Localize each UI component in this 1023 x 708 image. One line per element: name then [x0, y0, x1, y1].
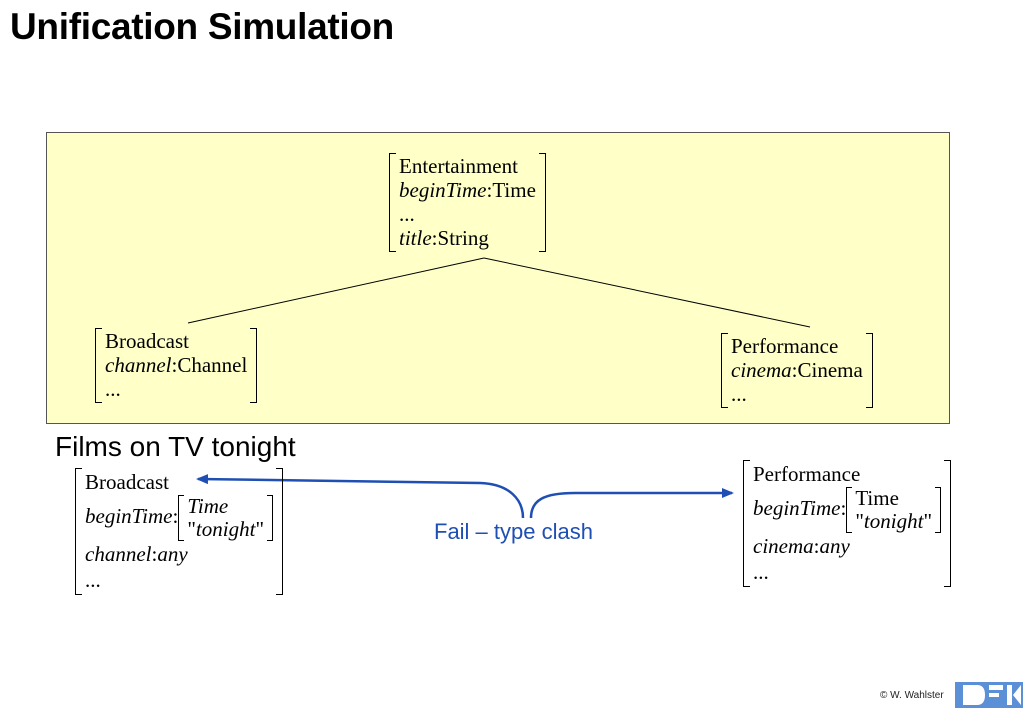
nested-value: "tonight": [187, 517, 265, 541]
fs-type: Performance: [731, 334, 839, 358]
copyright: © W. Wahlster: [880, 690, 944, 701]
edge-entertainment-performance: [483, 257, 811, 328]
dfki-logo-icon: [955, 682, 1023, 708]
fs-row: channel:any: [85, 542, 188, 566]
fs-row: cinema:any: [753, 534, 850, 558]
fs-type: Broadcast: [105, 329, 189, 353]
fs-type: Performance: [753, 462, 861, 486]
fail-arrow-right: [529, 488, 734, 519]
fs-nested-time: Time"tonight": [846, 487, 941, 533]
fs-query-broadcast: Broadcast beginTime:Time"tonight" channe…: [75, 468, 284, 595]
fs-query-performance: Performance beginTime:Time"tonight" cine…: [743, 460, 952, 587]
fs-row: cinema:Cinema: [731, 358, 863, 382]
fs-row: beginTime:Time"tonight": [753, 487, 941, 533]
fail-arrow-left: [196, 474, 525, 519]
query-label: Films on TV tonight: [55, 431, 296, 462]
fs-row: channel:Channel: [105, 353, 248, 377]
fs-row: title:String: [399, 226, 489, 250]
type-hierarchy-panel: [46, 132, 950, 424]
fs-row: ...: [753, 560, 769, 584]
fs-broadcast: Broadcast channel:Channel ...: [95, 328, 258, 403]
nested-value: "tonight": [855, 509, 933, 533]
fs-type: Broadcast: [85, 470, 169, 494]
fs-row: beginTime:Time"tonight": [85, 495, 273, 541]
fs-entertainment: Entertainment beginTime:Time ... title:S…: [389, 153, 546, 252]
fs-row: ...: [85, 568, 101, 592]
fs-row: beginTime:Time: [399, 178, 536, 202]
fs-nested-time: Time"tonight": [178, 495, 273, 541]
fs-type: Entertainment: [399, 154, 518, 178]
fs-row: ...: [731, 382, 747, 406]
fail-label: Fail – type clash: [434, 519, 593, 544]
edge-entertainment-broadcast: [187, 257, 485, 324]
fs-row: ...: [399, 202, 415, 226]
fs-performance: Performance cinema:Cinema ...: [721, 333, 873, 408]
fs-row: ...: [105, 377, 121, 401]
page-title: Unification Simulation: [10, 6, 394, 47]
